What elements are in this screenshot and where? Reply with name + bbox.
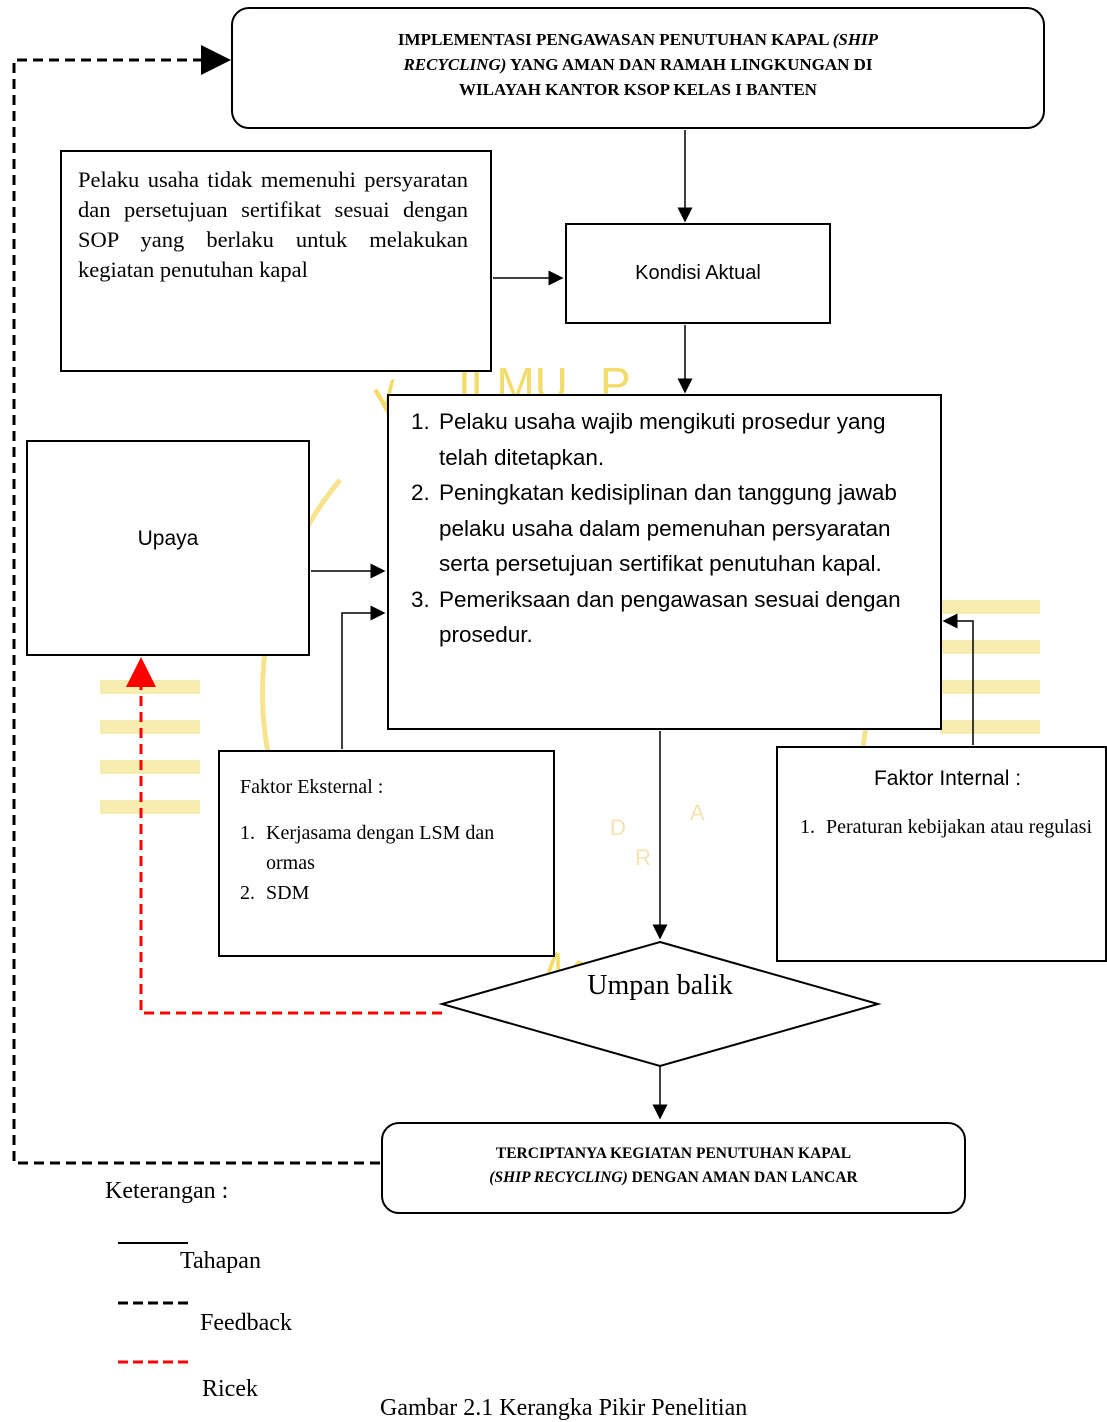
step-item: 3. Pemeriksaan dan pengawasan sesuai deng… xyxy=(411,582,932,653)
external-factor-text: SDM xyxy=(266,882,310,904)
implementation-line3: WILAYAH KANTOR KSOP KELAS I BANTEN xyxy=(459,80,817,99)
internal-factor-box: Faktor Internal : 1. Peraturan kebijakan … xyxy=(776,746,1107,962)
actual-problem-box: Pelaku usaha tidak memenuhi persyaratan … xyxy=(60,150,492,372)
legend-red-dashed-line xyxy=(118,1360,188,1364)
legend-feedback-label: Feedback xyxy=(200,1310,292,1336)
upaya-box: Upaya xyxy=(26,440,310,656)
legend-title: Keterangan : xyxy=(105,1178,229,1204)
external-factor-number: 2. xyxy=(240,882,255,904)
outcome-line1: TERCIPTANYA KEGIATAN PENUTUHAN KAPAL xyxy=(495,1145,852,1162)
internal-factor-text: Peraturan kebijakan atau regulasi xyxy=(826,816,1092,838)
implementation-line2-italic: RECYCLING) xyxy=(403,55,507,74)
step-item: 2. Peningkatan kedisiplinan dan tanggung … xyxy=(411,475,932,582)
outcome-box: TERCIPTANYA KEGIATAN PENUTUHAN KAPAL (SH… xyxy=(381,1122,966,1214)
actual-problem-text: Pelaku usaha tidak memenuhi persyaratan … xyxy=(78,167,468,282)
internal-factor-number: 1. xyxy=(800,816,815,838)
external-factor-title: Faktor Eksternal : xyxy=(240,776,384,798)
legend-solid-line xyxy=(118,1242,188,1244)
step-text: Pemeriksaan dan pengawasan sesuai dengan… xyxy=(439,586,901,648)
step-number: 2. xyxy=(411,480,430,505)
implementation-line1-italic: (SHIP xyxy=(832,30,879,49)
step-number: 3. xyxy=(411,586,430,612)
arrow-internal-to-steps xyxy=(942,613,974,745)
kondisi-aktual-box: Kondisi Aktual xyxy=(565,223,831,324)
feedback-loop-dashed xyxy=(12,45,380,1165)
steps-list: 1. Pelaku usaha wajib mengikuti prosedur … xyxy=(411,404,932,653)
external-factor-text: Kerjasama dengan LSM dan ormas xyxy=(266,822,495,874)
watermark-letter: A xyxy=(690,800,705,825)
outcome-line2-italic: (SHIP RECYCLING) xyxy=(489,1169,628,1186)
internal-factor-list: 1. Peraturan kebijakan atau regulasi xyxy=(800,812,1095,842)
recheck-loop-dashed xyxy=(126,657,442,1015)
step-number: 1. xyxy=(411,409,430,434)
external-factor-list: 1. Kerjasama dengan LSM dan ormas 2. SDM xyxy=(240,818,535,908)
watermark-letter: D xyxy=(610,815,626,840)
legend-dashed-line xyxy=(118,1301,188,1305)
feedback-diamond xyxy=(438,940,882,1068)
watermark-letter: R xyxy=(635,845,651,870)
watermark-right-stripes xyxy=(940,600,1040,614)
legend-tahapan-label: Tahapan xyxy=(180,1248,261,1274)
step-item: 1. Pelaku usaha wajib mengikuti prosedur … xyxy=(411,404,932,475)
feedback-label: Umpan balik xyxy=(587,970,733,1001)
external-factor-item: 2. SDM xyxy=(240,878,535,908)
implementation-line2: YANG AMAN DAN RAMAH LINGKUNGAN DI xyxy=(506,55,873,74)
figure-caption: Gambar 2.1 Kerangka Pikir Penelitian xyxy=(380,1395,748,1421)
step-text: Pelaku usaha wajib mengikuti prosedur ya… xyxy=(439,409,886,470)
arrow-external-to-steps xyxy=(341,605,386,749)
kondisi-aktual-label: Kondisi Aktual xyxy=(635,262,761,284)
legend-ricek-label: Ricek xyxy=(202,1376,258,1402)
implementation-line1: IMPLEMENTASI PENGAWASAN PENUTUHAN KAPAL xyxy=(397,30,833,49)
outcome-line2: DENGAN AMAN DAN LANCAR xyxy=(627,1169,858,1186)
external-factor-item: 1. Kerjasama dengan LSM dan ormas xyxy=(240,818,535,878)
external-factor-number: 1. xyxy=(240,822,255,844)
external-factor-box: Faktor Eksternal : 1. Kerjasama dengan LS… xyxy=(218,750,555,957)
step-text: Peningkatan kedisiplinan dan tanggung ja… xyxy=(439,480,897,576)
internal-factor-title: Faktor Internal : xyxy=(873,767,1022,790)
internal-factor-item: 1. Peraturan kebijakan atau regulasi xyxy=(800,812,1095,842)
steps-box: 1. Pelaku usaha wajib mengikuti prosedur … xyxy=(387,394,942,730)
upaya-label: Upaya xyxy=(137,527,199,550)
implementation-box: IMPLEMENTASI PENGAWASAN PENUTUHAN KAPAL … xyxy=(231,7,1045,129)
